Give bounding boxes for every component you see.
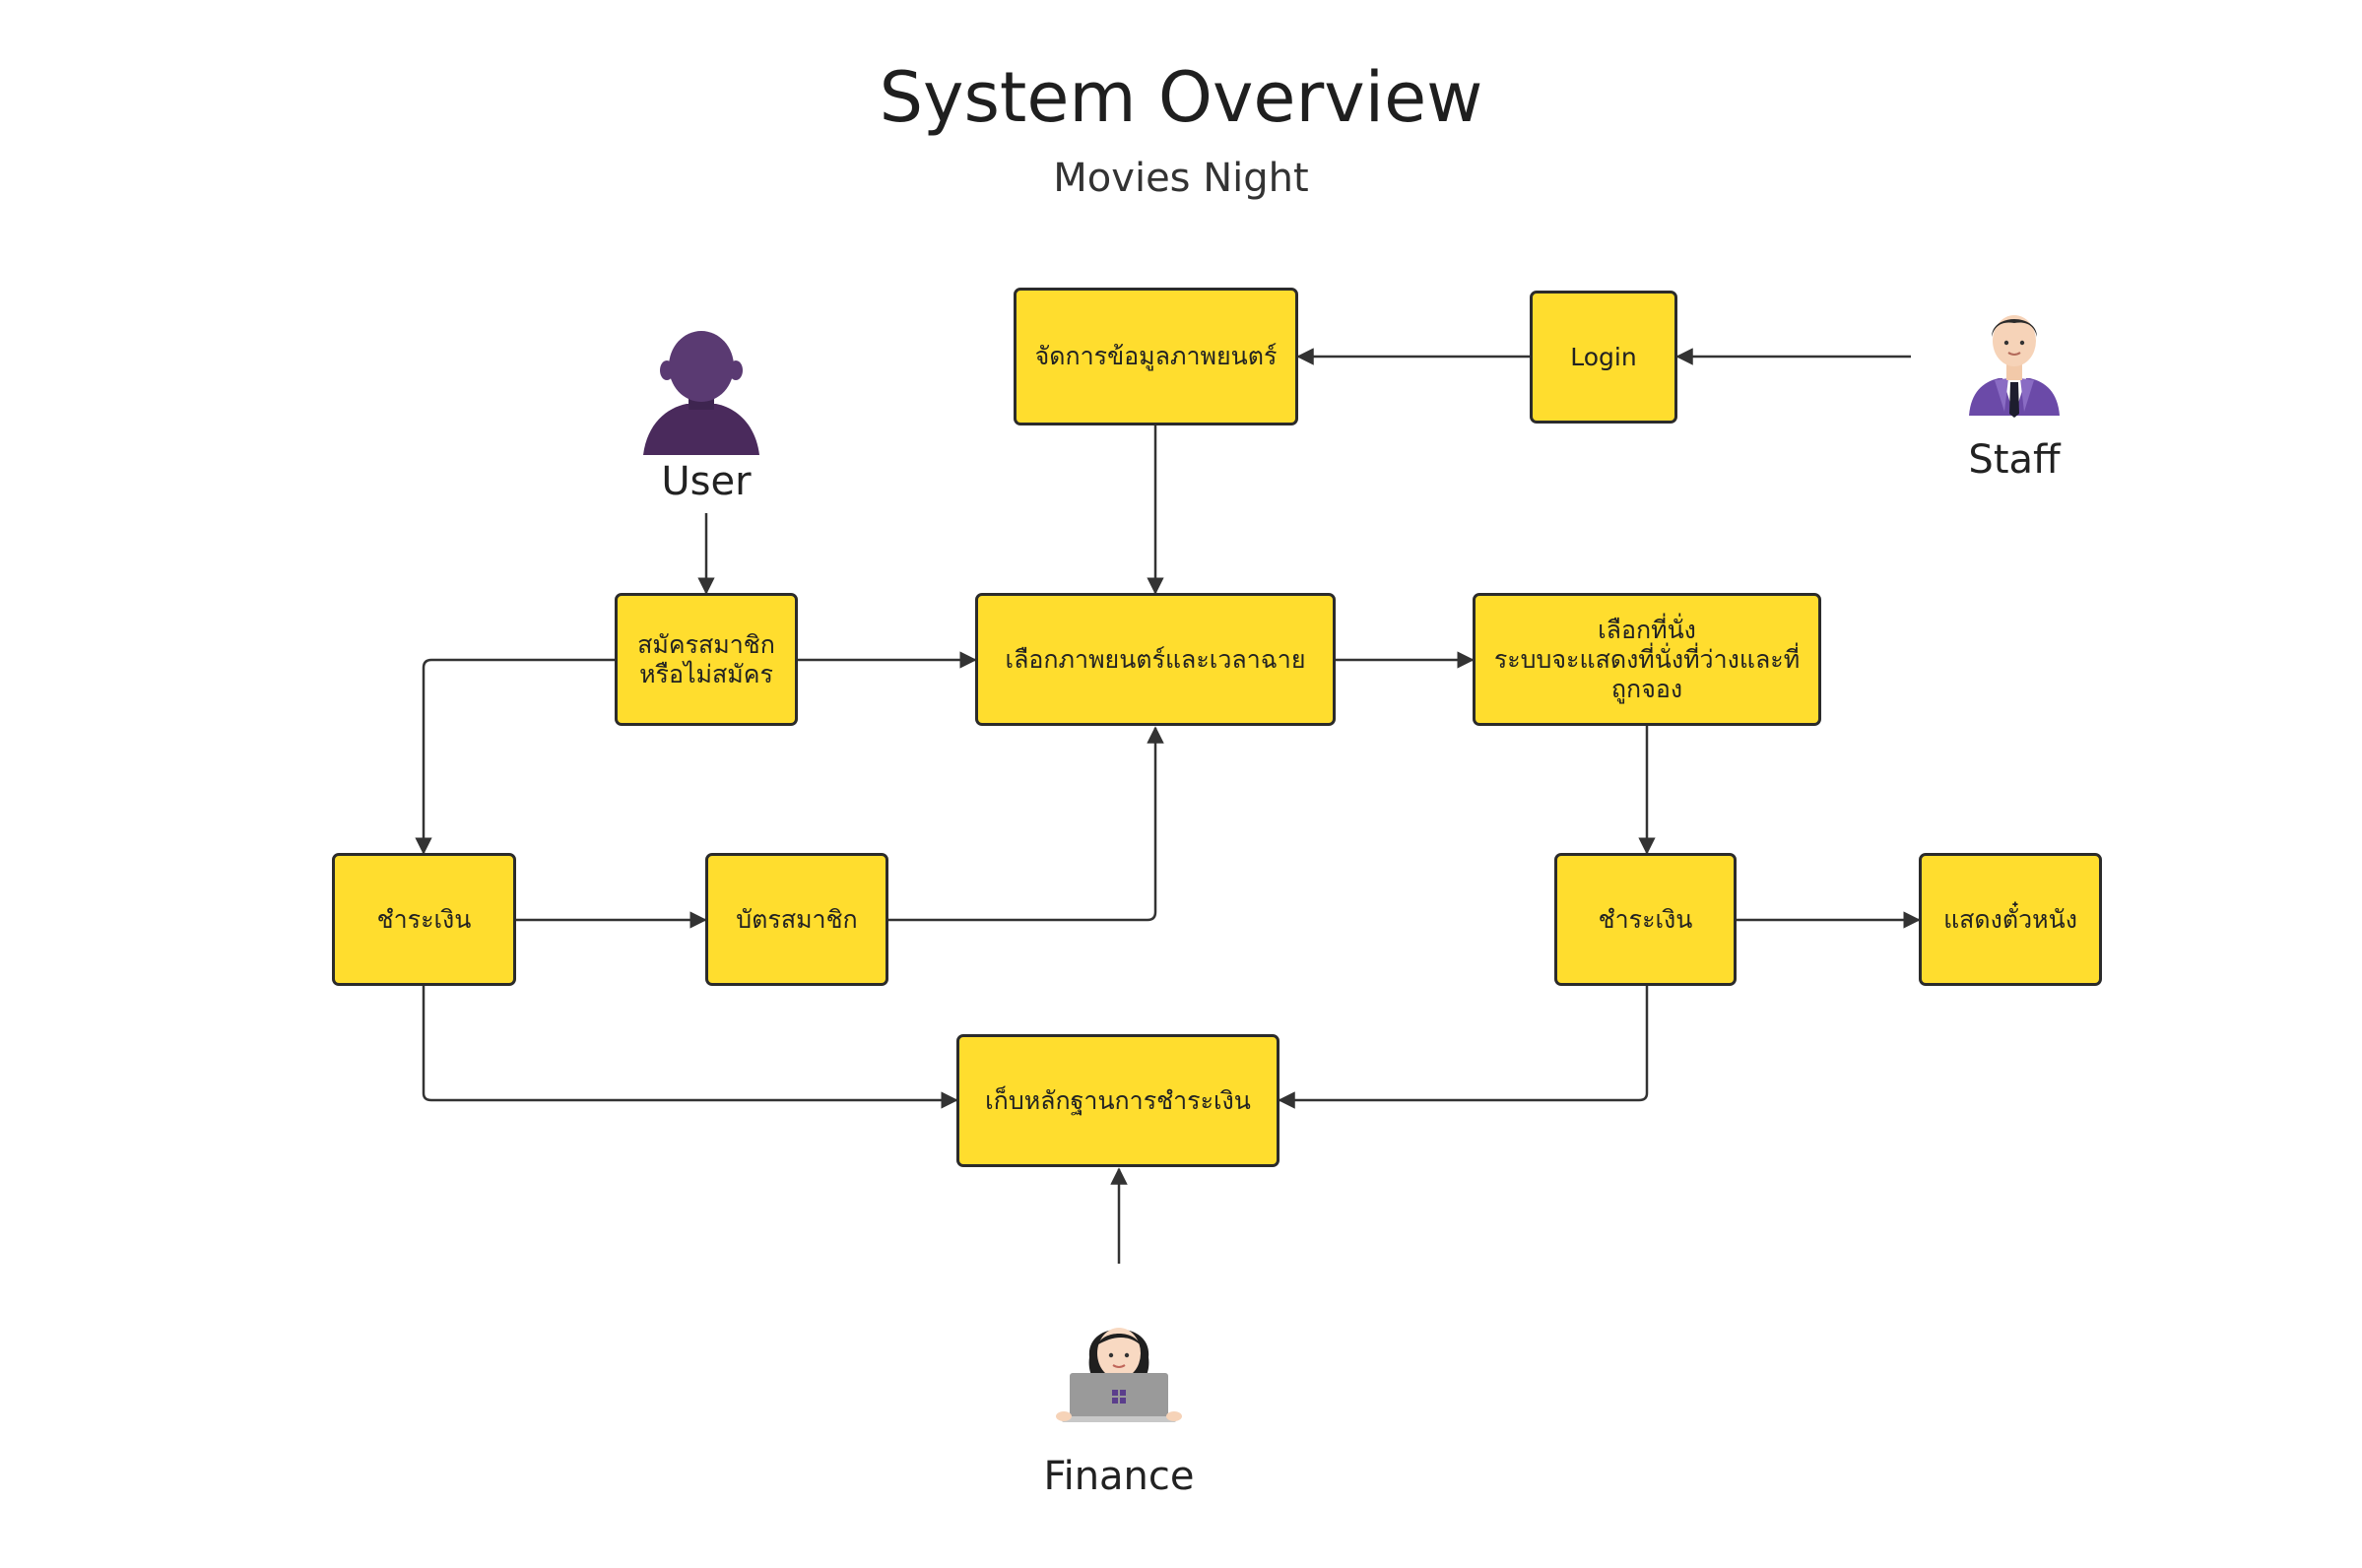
register-box: สมัครสมาชิก หรือไม่สมัคร xyxy=(615,593,798,726)
arrow-register-to-pay-left xyxy=(415,658,615,855)
manage-movies-box: จัดการข้อมูลภาพยนตร์ xyxy=(1014,288,1298,425)
login-box: Login xyxy=(1530,291,1677,424)
store-receipt-box: เก็บหลักฐานการชำระเงิน xyxy=(956,1034,1279,1167)
pay-left-box: ชำระเงิน xyxy=(332,853,516,986)
select-movie-box: เลือกภาพยนตร์และเวลาฉาย xyxy=(975,593,1336,726)
staff-label: Staff xyxy=(1968,437,2061,483)
woman-with-laptop-icon xyxy=(1056,1328,1182,1422)
select-seat-box: เลือกที่นั่ง ระบบจะแสดงที่นั่งที่ว่างและ… xyxy=(1473,593,1821,726)
show-ticket-box: แสดงตั๋วหนัง xyxy=(1919,853,2102,986)
diagram-subtitle: Movies Night xyxy=(1053,156,1309,201)
person-silhouette-icon xyxy=(643,331,759,455)
arrow-member-card-to-select-movie xyxy=(888,726,1164,922)
user-label: User xyxy=(661,459,752,504)
pay-right-box: ชำระเงิน xyxy=(1554,853,1737,986)
finance-label: Finance xyxy=(1043,1454,1195,1499)
diagram-title: System Overview xyxy=(879,57,1483,138)
member-card-box: บัตรสมาชิก xyxy=(705,853,888,986)
businessman-icon xyxy=(1969,315,2060,418)
arrow-pay-left-to-store-receipt xyxy=(422,986,958,1109)
arrow-pay-right-to-store-receipt xyxy=(1278,986,1649,1109)
